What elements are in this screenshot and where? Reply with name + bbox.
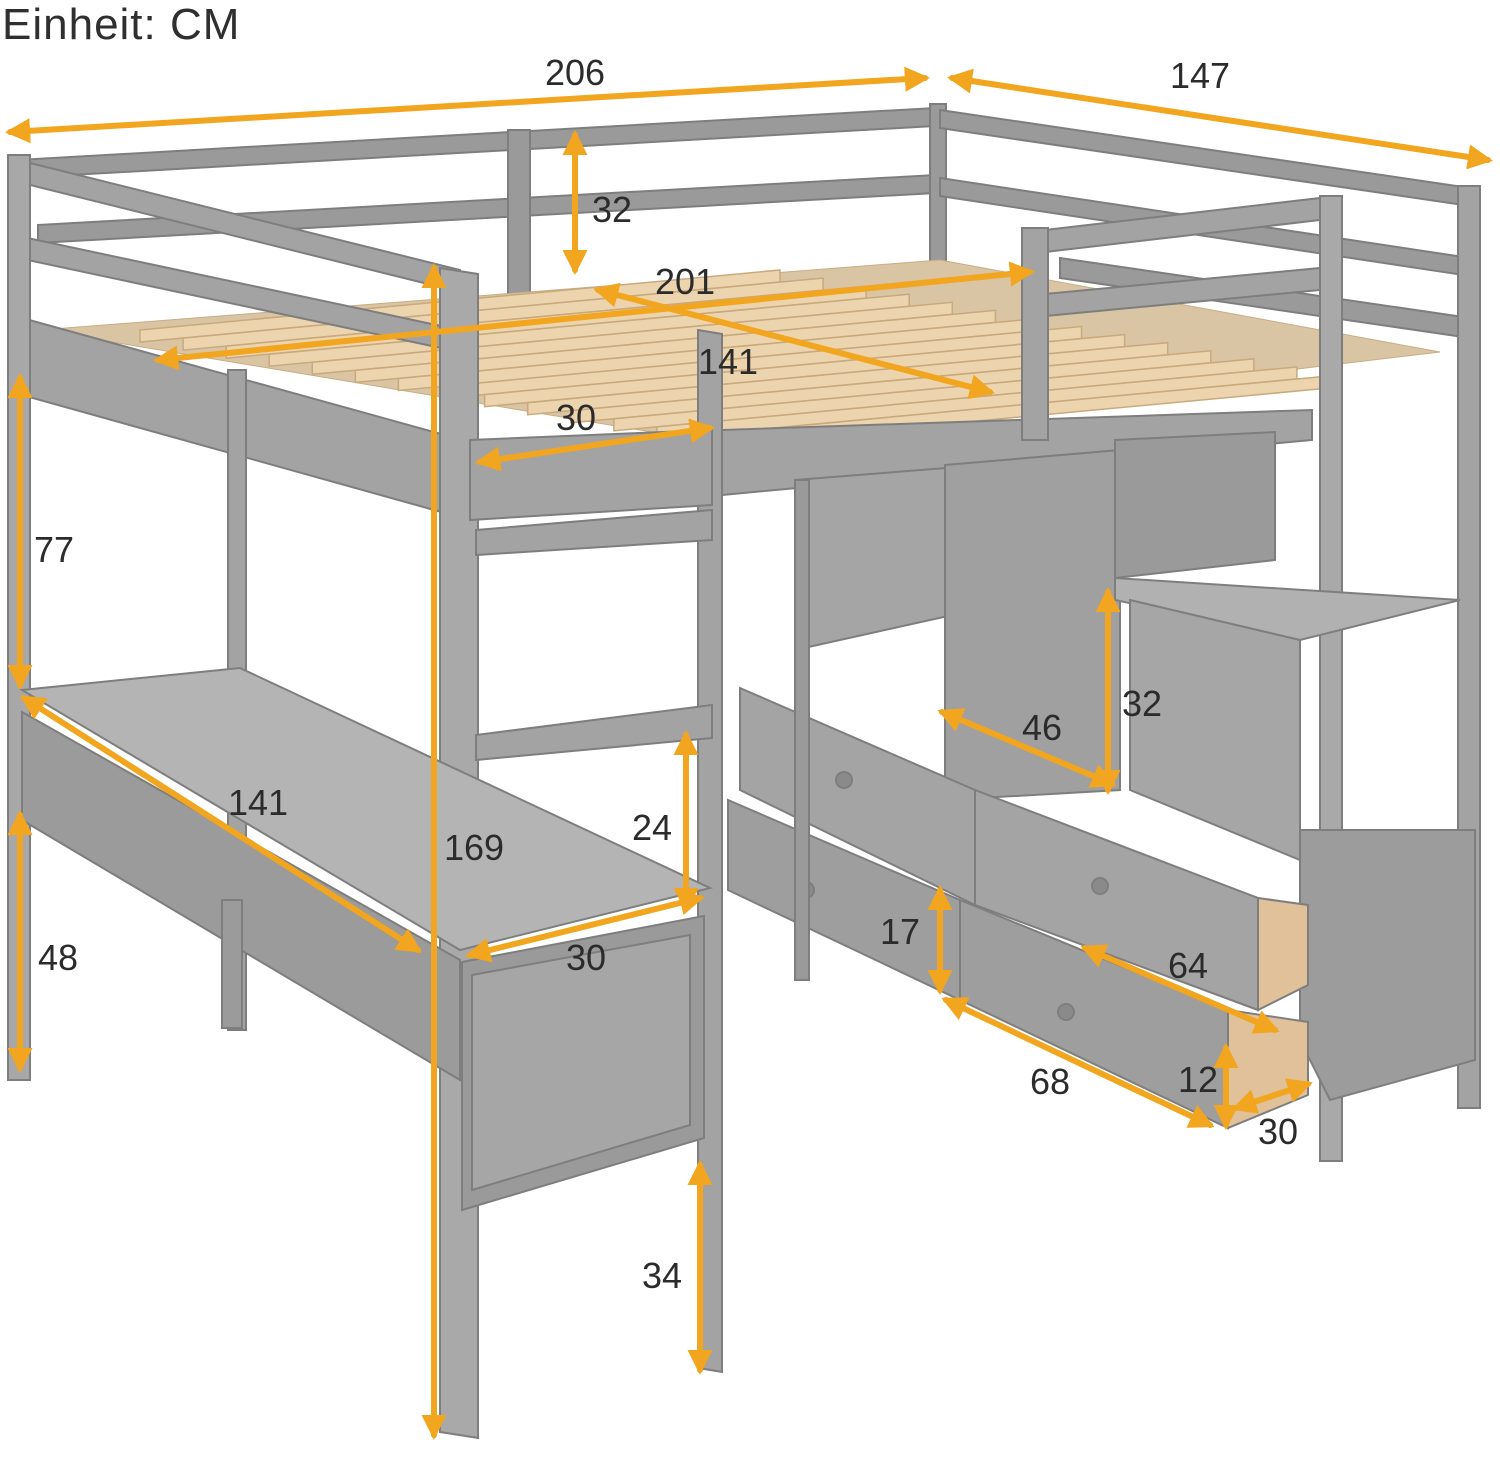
dim-label-ladder-gap: 30 (556, 397, 596, 438)
dim-arrow-desk-length (19, 695, 423, 953)
dim-label-step-height: 24 (632, 807, 672, 848)
storage-front-leg (794, 479, 810, 981)
desk (18, 666, 713, 1212)
dim-label-bed-length: 206 (545, 52, 605, 93)
ladder-rung-2 (475, 703, 713, 762)
dim-arrow-bed-width (947, 68, 1493, 170)
dim-label-shelf-width: 46 (1022, 707, 1062, 748)
dim-arrow-desk-depth (465, 890, 705, 963)
dim-arrow-drawer-depth (1080, 944, 1280, 1034)
dim-label-under-bed-height: 77 (34, 529, 74, 570)
cabinet-front (1299, 829, 1476, 1102)
back-middle-post (507, 129, 531, 301)
dim-label-desk-depth: 30 (566, 937, 606, 978)
dim-label-shelf-height: 32 (1122, 683, 1162, 724)
dim-arrow-mattress-width (593, 282, 995, 400)
dim-label-desk-length: 141 (228, 782, 288, 823)
ladder-rung-1 (475, 508, 713, 557)
dim-label-drawer-depth: 64 (1168, 945, 1208, 986)
dim-label-drawer-height: 17 (880, 911, 920, 952)
dim-arrow-ladder-gap (475, 418, 715, 472)
dimension-labels: 206 147 32 201 141 30 77 141 169 24 30 4… (34, 52, 1298, 1296)
dim-label-mattress-length: 201 (655, 261, 715, 302)
dim-label-total-height: 169 (444, 827, 504, 868)
dim-label-bottom-step-height: 34 (642, 1255, 682, 1296)
front-guard-post (1021, 227, 1049, 441)
cabinet-side (1129, 598, 1301, 862)
dim-arrow-shelf-width (937, 708, 1117, 788)
unit-label: Einheit: CM (2, 0, 241, 49)
dim-arrow-bed-length (4, 66, 931, 144)
desk-leg (221, 899, 243, 1029)
dim-label-desk-height: 48 (38, 937, 78, 978)
dim-label-drawer-width: 68 (1030, 1061, 1070, 1102)
back-top-rail (17, 106, 936, 180)
drawer-knob-4 (1057, 1003, 1075, 1021)
upper-cube (1114, 430, 1276, 580)
dim-label-bed-width: 147 (1170, 55, 1230, 96)
dim-label-cabinet-shelf-depth: 30 (1258, 1111, 1298, 1152)
dim-arrow-drawer-width (941, 997, 1215, 1128)
dim-label-mattress-width: 141 (698, 341, 758, 382)
dim-label-cabinet-shelf-height: 12 (1178, 1059, 1218, 1100)
dim-label-guardrail-height: 32 (592, 189, 632, 230)
dimension-arrows (4, 66, 1493, 1441)
drawer-knob-2 (1091, 877, 1109, 895)
dim-arrow-cabinet-shelf-depth (1231, 1078, 1313, 1114)
drawer-knob-1 (835, 771, 853, 789)
